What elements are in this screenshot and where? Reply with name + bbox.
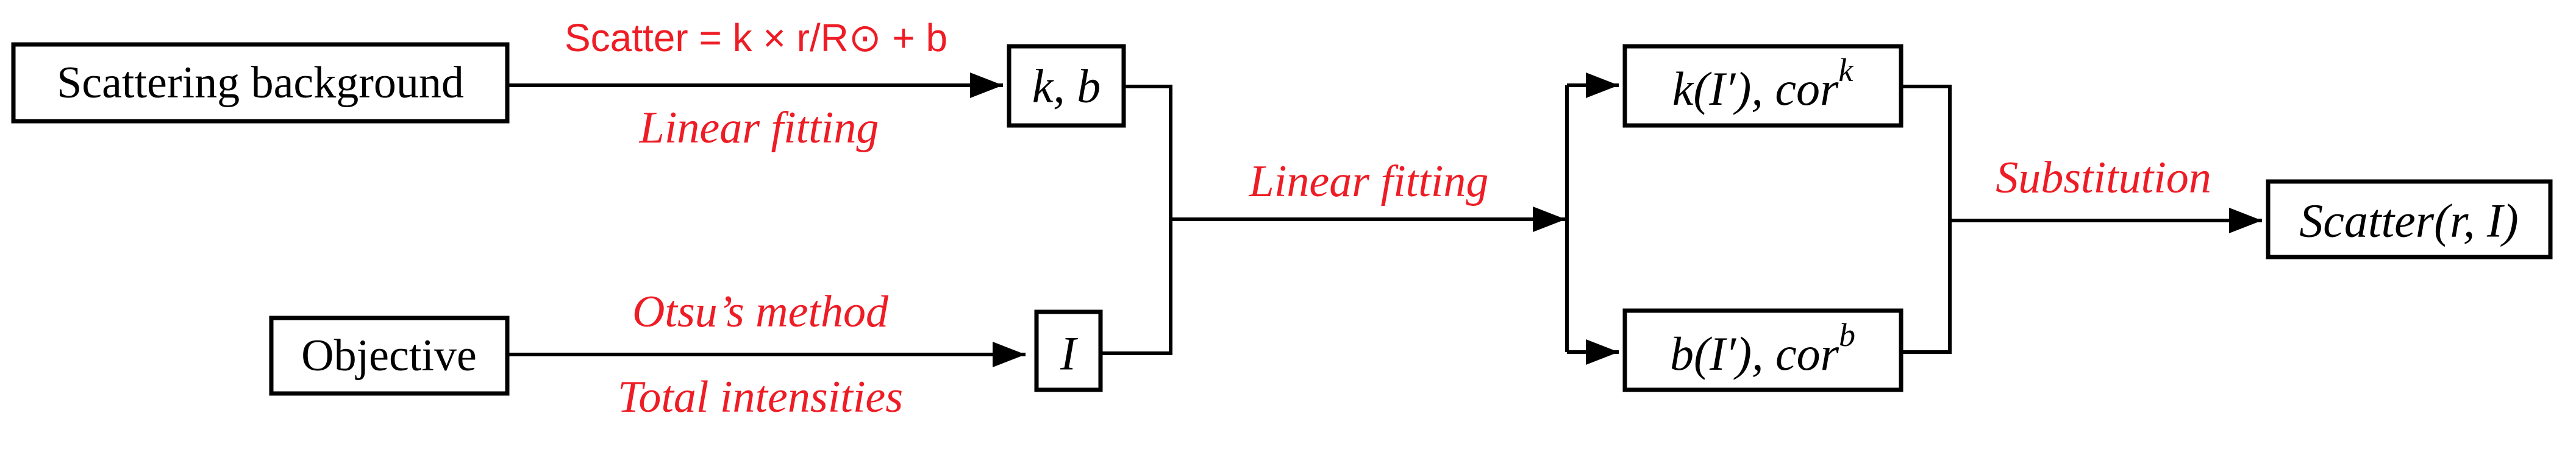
b-fit-label-superscript: b	[1839, 317, 1855, 353]
total-intensities-label: Total intensities	[618, 372, 903, 422]
k-fit-label: k(I′), cork	[1672, 52, 1854, 115]
k-fit-box: k(I′), cork	[1622, 44, 1903, 128]
linear-fitting-label-top: Linear fitting	[639, 103, 879, 153]
intensity-box: I	[1034, 309, 1103, 392]
output-label: Scatter(r, I)	[2299, 194, 2519, 247]
objective-box: Objective	[269, 316, 510, 396]
scattering-background-label: Scattering background	[57, 58, 464, 108]
intensity-label: I	[1060, 327, 1079, 380]
b-fit-label: b(I′), corb	[1670, 317, 1855, 380]
output-box: Scatter(r, I)	[2266, 179, 2553, 259]
b-fit-box: b(I′), corb	[1622, 308, 1903, 392]
connectors	[509, 72, 2262, 367]
scattering-background-box: Scattering background	[11, 42, 510, 124]
linear-fitting-label-mid: Linear fitting	[1249, 157, 1489, 206]
otsu-method-label: Otsu’s method	[632, 287, 889, 337]
kb-label: k, b	[1032, 60, 1101, 113]
k-fit-label-base: k(I′), cor	[1672, 62, 1839, 115]
objective-label: Objective	[301, 331, 477, 381]
substitution-label: Substitution	[1996, 153, 2211, 203]
b-fit-label-base: b(I′), cor	[1670, 327, 1839, 380]
kb-box: k, b	[1007, 44, 1126, 128]
bracket-k-b	[1901, 85, 1952, 354]
k-fit-label-superscript: k	[1838, 52, 1854, 88]
formula-label: Scatter = k × r/R⊙ + b	[565, 16, 947, 60]
